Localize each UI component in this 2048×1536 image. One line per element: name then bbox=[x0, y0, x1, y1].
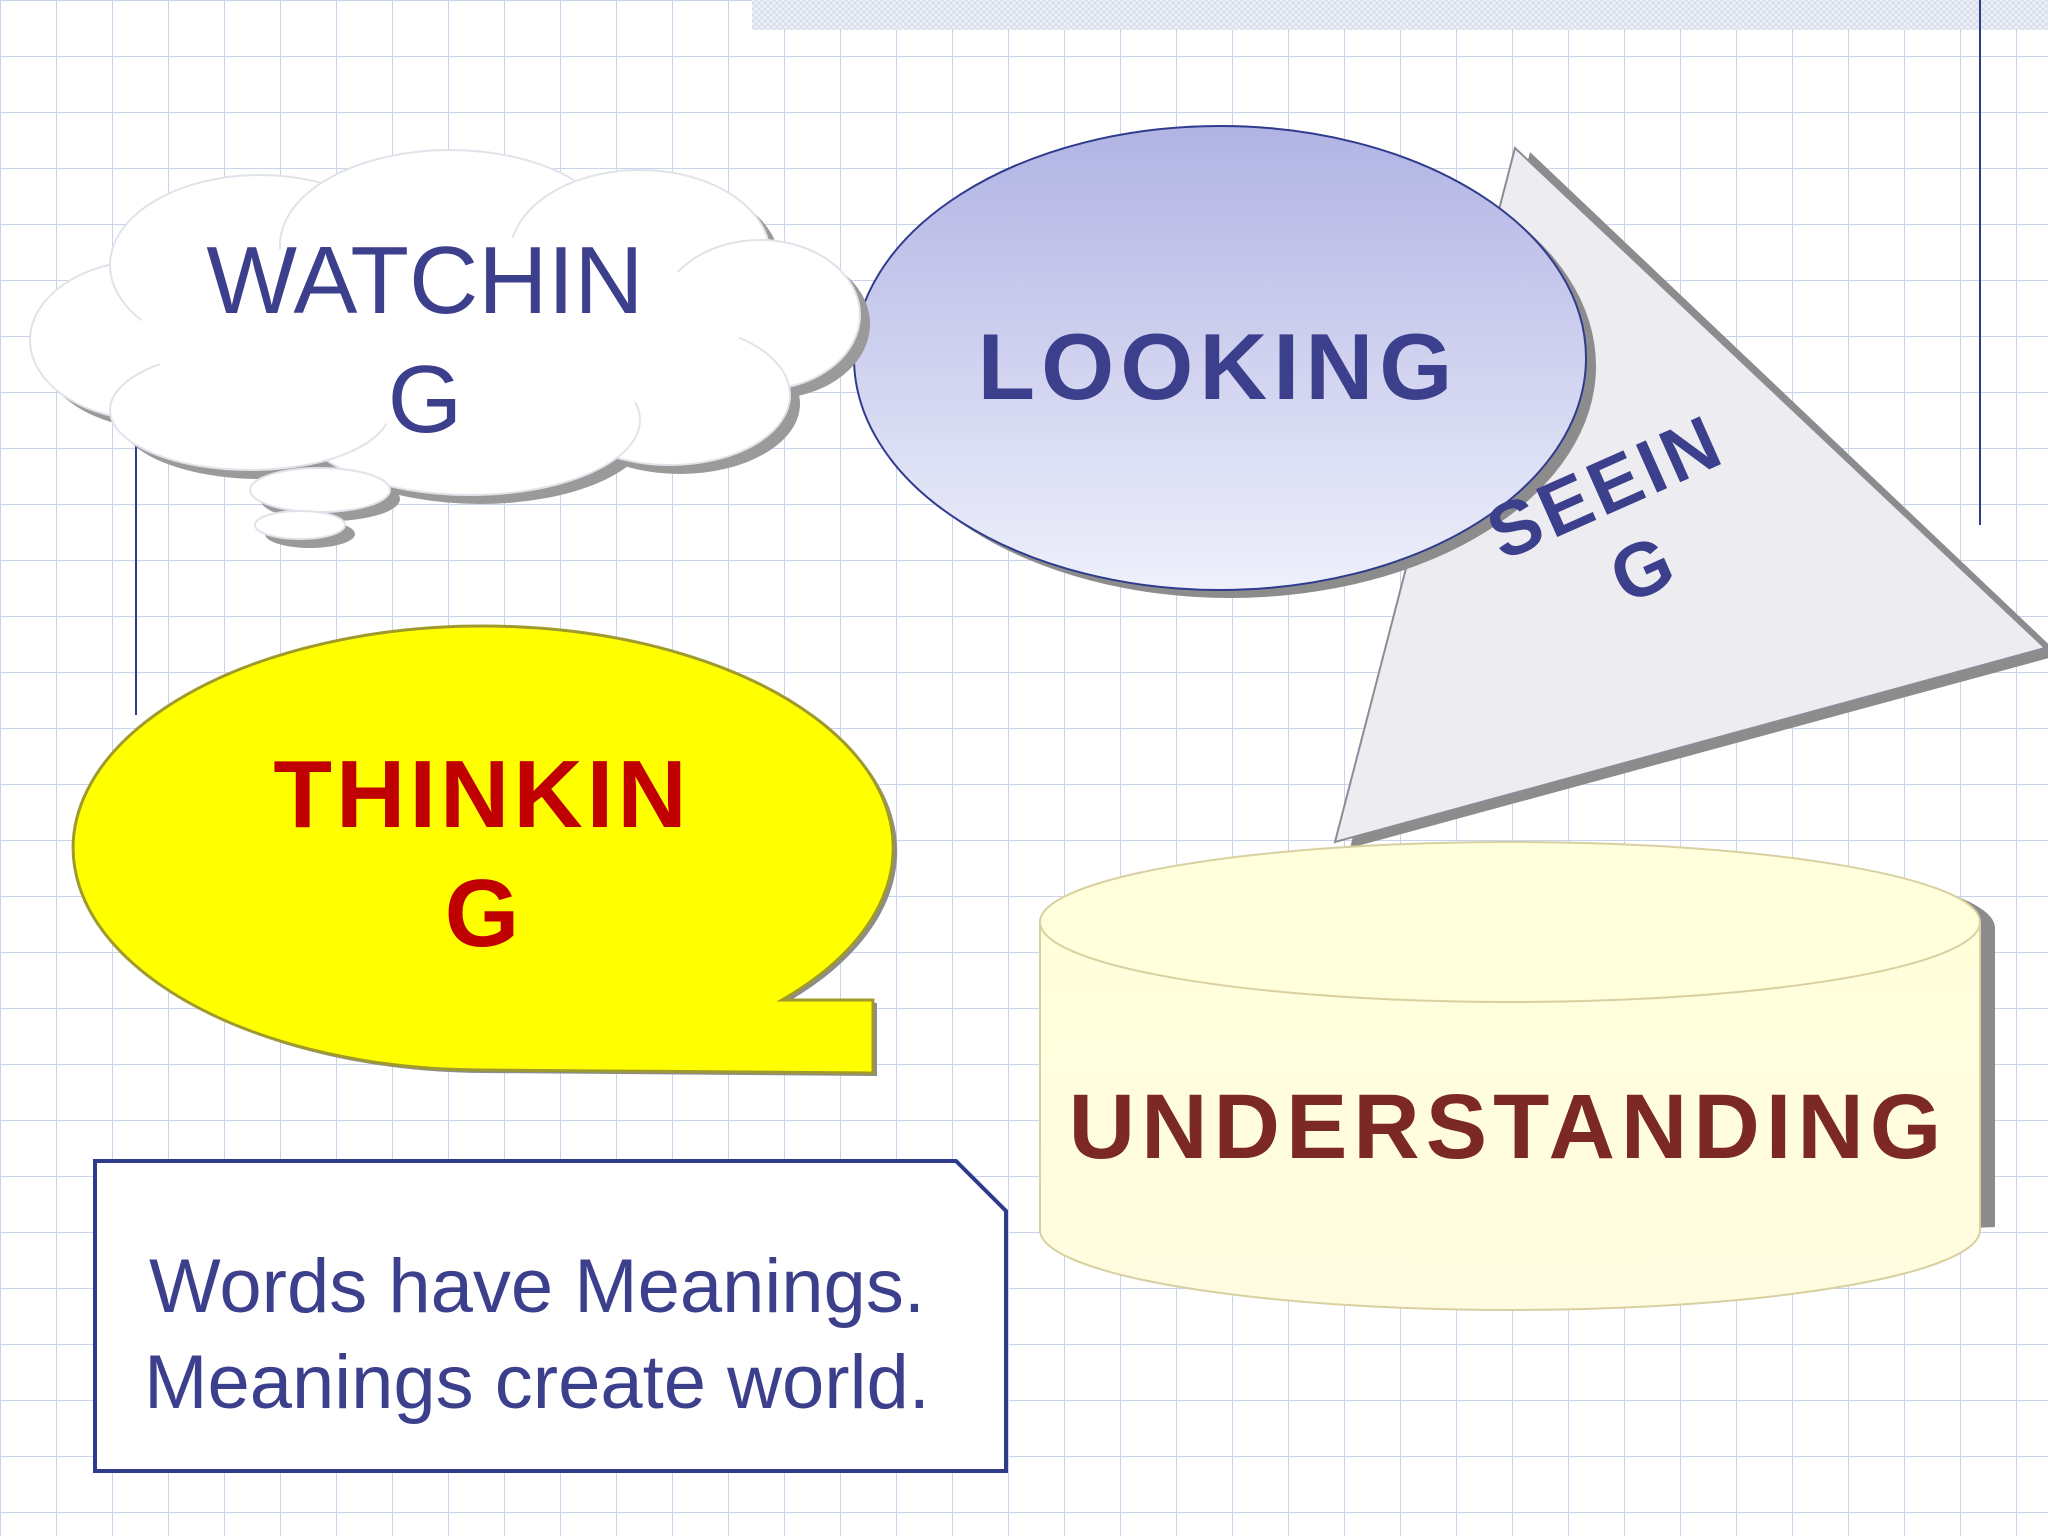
note-line1: Words have Meanings. bbox=[149, 1244, 925, 1329]
looking-ellipse bbox=[853, 125, 1596, 598]
watching-cloud bbox=[29, 149, 870, 548]
note-line2: Meanings create world. bbox=[144, 1340, 930, 1425]
top-band bbox=[752, 0, 2048, 30]
thinking-callout bbox=[71, 624, 898, 1076]
thinking-label-line2: G bbox=[445, 860, 520, 967]
watching-label-line2: G bbox=[388, 346, 463, 453]
thinking-label-line1: THINKIN bbox=[273, 741, 690, 848]
understanding-cylinder bbox=[1039, 841, 1995, 1311]
understanding-label: UNDERSTANDING bbox=[1069, 1076, 1948, 1178]
looking-label: LOOKING bbox=[978, 314, 1459, 419]
note-box bbox=[93, 1159, 1008, 1473]
watching-label-line1: WATCHIN bbox=[206, 227, 643, 334]
